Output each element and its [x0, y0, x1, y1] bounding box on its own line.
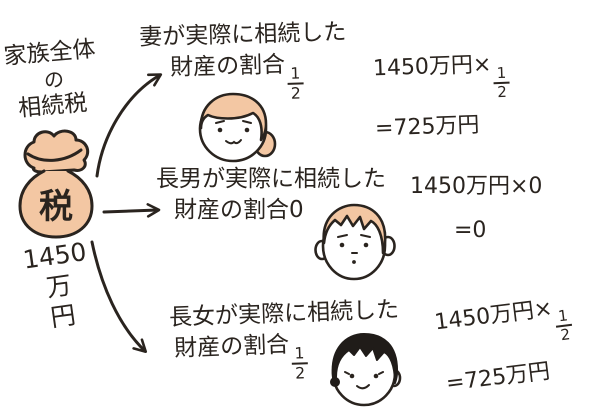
daughter-calc-line1-text: 1450万円× [433, 296, 554, 336]
daughter-right-eyelash [378, 371, 384, 375]
son-right-eyebrow [360, 234, 371, 238]
daughter-calc-line2: =725万円 [444, 358, 552, 397]
fraction-denominator: 2 [294, 363, 306, 383]
son-calculation: 1450万円×0 =0 [410, 172, 542, 245]
daughter-mouth [356, 384, 370, 390]
son-right-eye [363, 242, 369, 248]
money-bag-icon: 税 [18, 129, 94, 239]
fraction-numerator: 1 [493, 63, 510, 84]
wife-face-icon [198, 92, 277, 163]
daughter-left-eye [349, 373, 355, 379]
wife-right-eye [244, 127, 250, 133]
son-left-eye [339, 242, 345, 248]
bag-fold-line [26, 148, 83, 162]
son-calc-line1: 1450万円×0 [410, 174, 543, 199]
fraction-denominator: 2 [496, 82, 508, 101]
son-face-icon [314, 203, 396, 281]
fraction-numerator: 1 [291, 343, 308, 365]
daughter-hair [331, 333, 399, 384]
wife-calc-line2: =725万円 [374, 112, 480, 141]
fraction-denominator: 2 [559, 324, 572, 344]
wife-hair [199, 92, 268, 142]
tax-kanji-label: 税 [39, 187, 73, 227]
wife-calc-line1-text: 1450万円× [372, 52, 492, 82]
son-hair [322, 203, 387, 255]
total-amount-label: 1450 万 円 [16, 236, 102, 337]
wife-right-eyebrow [242, 120, 252, 124]
bag-body [18, 169, 94, 239]
son-left-eyebrow [337, 234, 348, 238]
wife-desc-line1: 妻が実際に相続した [139, 19, 347, 51]
wife-desc-line2-text: 財産の割合 [169, 51, 286, 81]
son-calc-line2: =0 [454, 217, 487, 243]
daughter-right-eye [373, 373, 379, 379]
daughter-face-icon [330, 333, 402, 407]
arrow-to-son [102, 203, 161, 218]
total-tax-heading: 家族全体 の 相続税 [3, 34, 102, 126]
wife-mouth [225, 139, 242, 145]
arrow-to-daughter [90, 240, 148, 353]
son-desc-line2: 財産の割合0 [174, 197, 304, 224]
wife-left-eyebrow [215, 120, 225, 124]
fraction-numerator: 1 [554, 306, 572, 328]
son-mouth [352, 260, 356, 264]
heading-line3: 相続税 [17, 90, 89, 123]
son-desc-line1: 長男が実際に相続した [156, 166, 386, 192]
daughter-hair-side-lock [330, 377, 340, 387]
fraction-numerator: 1 [287, 64, 304, 85]
fraction-denominator: 2 [290, 83, 302, 103]
daughter-left-eyelash [344, 371, 350, 375]
daughter-desc-line2-text: 財産の割合 [173, 331, 290, 362]
son-description: 長男が実際に相続した 財産の割合0 [156, 164, 386, 226]
wife-left-eye [217, 127, 223, 133]
